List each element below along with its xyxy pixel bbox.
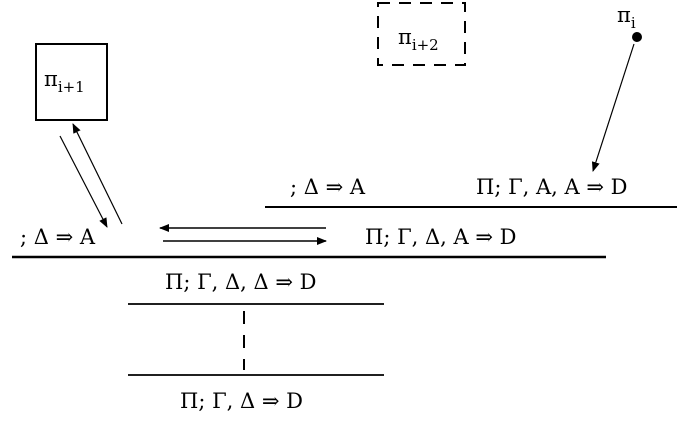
pi-i-plus-1-label: πi+1 [44,67,85,96]
sequent-bottom: Π; Γ, Δ ⇒ D [180,389,303,413]
sequent-middle-right: Π; Γ, Δ, A ⇒ D [365,225,516,249]
pi-i-plus-2-label: πi+2 [398,25,439,54]
pi-i-plus-2-dashed-box [377,2,466,66]
sequent-lower-upper: Π; Γ, Δ, Δ ⇒ D [165,270,316,294]
pi-i-label: πi [617,3,636,32]
sequent-middle-left: ; Δ ⇒ A [20,225,96,249]
pi-i-plus-1-box [35,43,108,121]
pi-i-to-top-right-arrow [591,43,635,172]
pi-i-plus-1-down-arrow [59,135,108,228]
pi-i-dot [632,32,642,42]
sequent-top-right: Π; Γ, A, A ⇒ D [476,175,627,199]
sequent-top-left: ; Δ ⇒ A [290,175,366,199]
pi-i-plus-1-up-arrow [72,123,123,225]
